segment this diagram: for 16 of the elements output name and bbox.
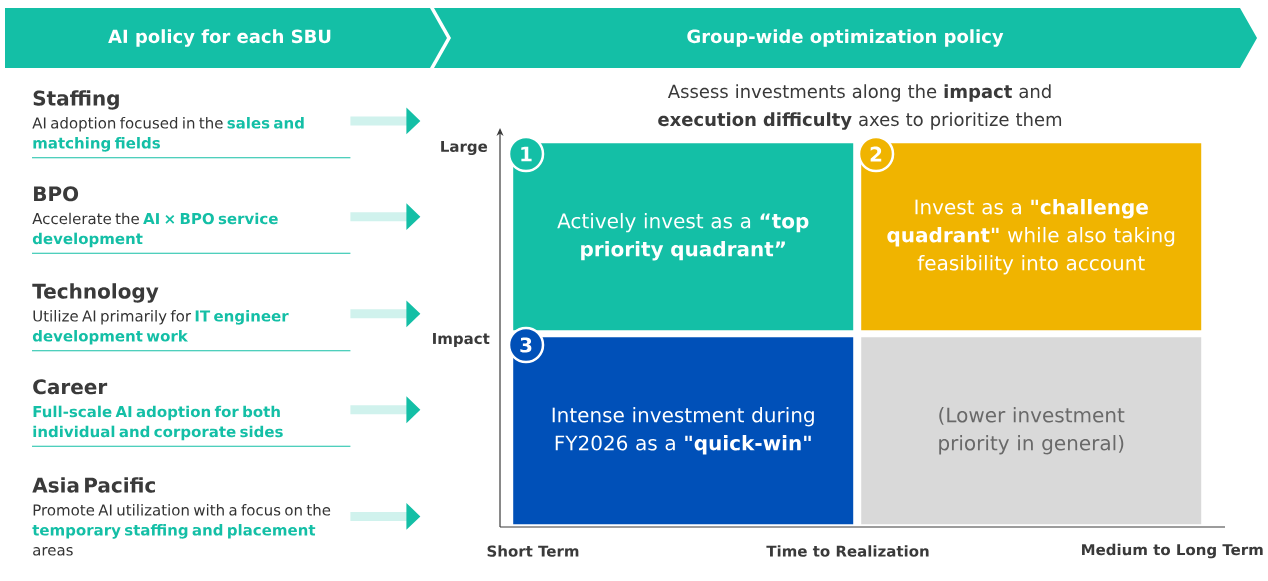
axis-label: Medium to Long Term: [1082, 543, 1263, 559]
policy-entry: Asia Pacific Promote AI utilization with a focus on the temporary staffing and placement areas: [32, 477, 331, 556]
axis-label: Short Term: [487, 545, 579, 557]
quadrant-box: (Lower investment priority in general): [861, 337, 1202, 525]
policy-entry: Staffing AI adoption focused in the sales and matching fields: [31, 90, 351, 159]
policy-entry: Career Full-scale AI adoption for both individual and corporate sides: [31, 379, 351, 447]
axis-label: Impact: [433, 333, 490, 348]
node-label: Group-wide optimization policy: [687, 29, 1004, 47]
policy-entry: BPO Accelerate the AI × BPO service development: [31, 186, 351, 254]
node-label: AI policy for each SBU: [108, 29, 331, 47]
axis-label: Time to Realization: [766, 545, 929, 557]
header-banner: Group-wide optimization policy: [434, 8, 1257, 68]
subtitle-text: Assess investments along the impact and execution difficulty axes to prioritize them: [658, 84, 1062, 130]
axis-label: Large: [441, 140, 488, 156]
header-banner: AI policy for each SBU: [5, 8, 447, 68]
policy-entry: Technology Utilize AI primarily for IT engineer development work: [31, 283, 351, 352]
